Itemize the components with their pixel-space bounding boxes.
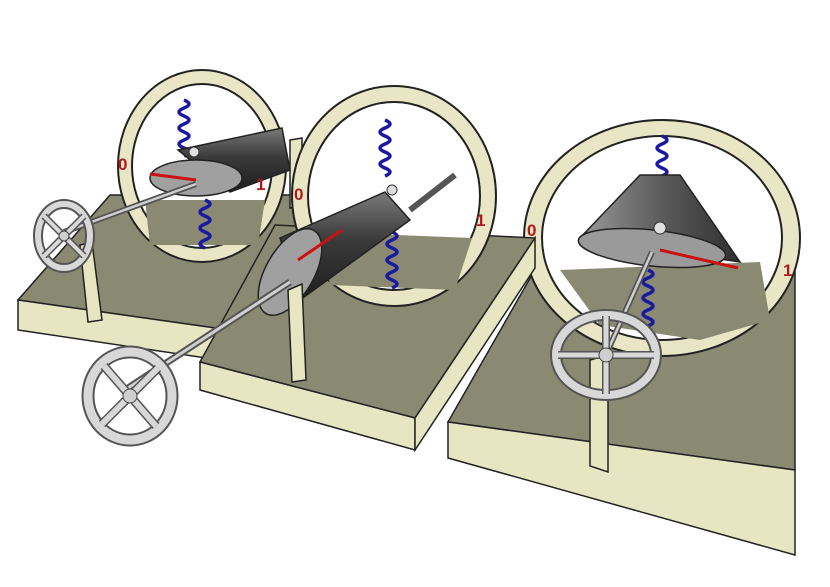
- left-spring-bottom: [198, 198, 212, 250]
- left-needle: [149, 172, 197, 182]
- right-needle: [659, 248, 739, 270]
- device-right: 0 1: [446, 119, 801, 556]
- middle-label-one: 1: [476, 211, 485, 230]
- right-label-one: 1: [783, 261, 792, 280]
- device-middle: 0 1: [81, 85, 537, 453]
- right-spring-bottom: [641, 268, 655, 328]
- left-handwheel: [33, 199, 95, 273]
- middle-back-shaft: [408, 172, 457, 213]
- right-label-zero: 0: [527, 221, 536, 240]
- middle-base-side: [414, 235, 536, 453]
- left-spring-top: [177, 98, 191, 158]
- right-handwheel: [550, 309, 662, 401]
- right-cone-cap: [653, 221, 667, 235]
- middle-needle: [297, 228, 343, 262]
- left-label-zero: 0: [118, 155, 127, 174]
- left-cylinder-face: [149, 159, 243, 197]
- middle-front-post: [287, 282, 307, 383]
- middle-spring-bottom: [385, 230, 399, 290]
- middle-label-zero: 0: [294, 185, 303, 204]
- right-base-front: [447, 421, 796, 556]
- middle-spring-top: [378, 118, 392, 178]
- device-left: 0 1: [16, 69, 316, 373]
- left-label-one: 1: [256, 175, 265, 194]
- middle-handwheel: [81, 345, 179, 447]
